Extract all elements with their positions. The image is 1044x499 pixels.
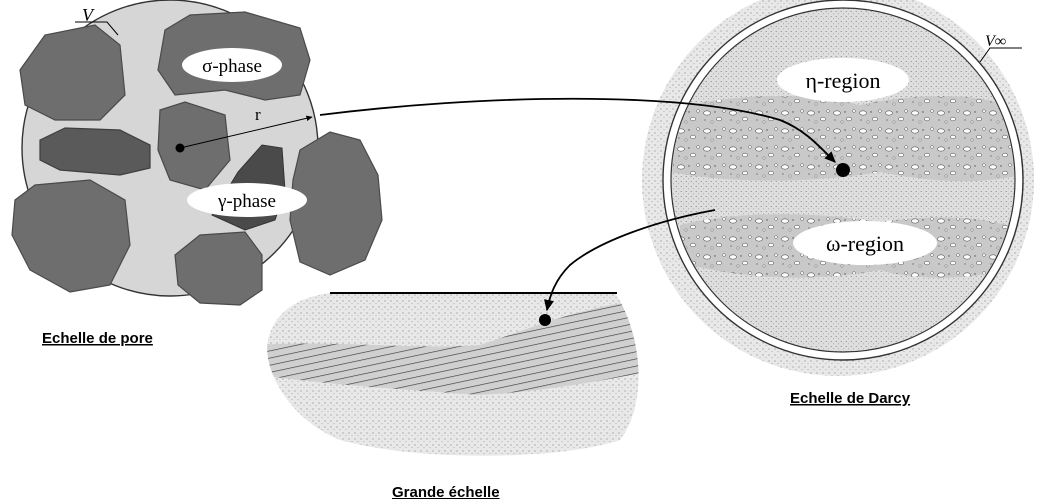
eta-region-label: η-region bbox=[805, 68, 880, 93]
pore-scale-group: σ-phase γ-phase V r bbox=[12, 0, 382, 305]
caption-large-scale: Grande échelle bbox=[392, 484, 500, 499]
large-scale-group bbox=[260, 293, 660, 456]
sigma-phase-label: σ-phase bbox=[202, 56, 262, 77]
grain-top-left bbox=[20, 25, 125, 120]
darcy-scale-group: η-region ω-region V∞ bbox=[642, 0, 1034, 376]
position-point-large bbox=[539, 314, 551, 326]
grain-bottom-left bbox=[12, 180, 130, 292]
darcy-volume-label: V∞ bbox=[985, 33, 1006, 50]
caption-pore-scale: Echelle de pore bbox=[42, 330, 153, 347]
radius-label: r bbox=[255, 105, 261, 124]
omega-region-label: ω-region bbox=[826, 231, 904, 256]
caption-darcy-scale: Echelle de Darcy bbox=[790, 390, 911, 407]
position-point-darcy bbox=[836, 163, 850, 177]
gamma-phase-label: γ-phase bbox=[217, 191, 276, 212]
